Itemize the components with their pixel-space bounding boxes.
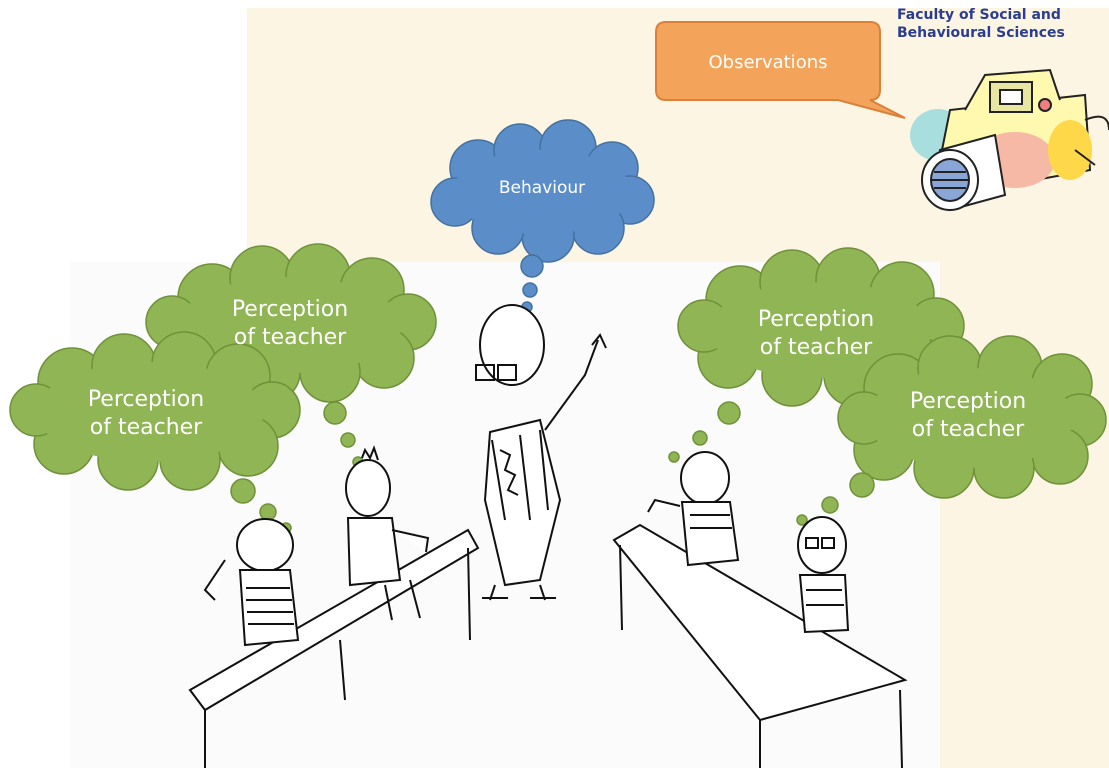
faculty-title-line2: Behavioural Sciences — [897, 25, 1065, 42]
perception-label-lower-right: Perception of teacher — [858, 388, 1078, 443]
perception-cloud-lower-right — [837, 335, 1107, 499]
perception-label-line2: of teacher — [911, 416, 1025, 442]
student-left-back — [345, 445, 430, 621]
student-right-back — [647, 451, 740, 567]
perception-label-upper-right: Perception of teacher — [706, 306, 926, 361]
faculty-title-line1: Faculty of Social and — [897, 7, 1061, 23]
perception-label-line2: of teacher — [233, 324, 347, 350]
behaviour-label: Behaviour — [498, 178, 586, 198]
perception-label-line1: Perception — [231, 297, 349, 322]
perception-label-lower-left: Perception of teacher — [36, 386, 256, 441]
behaviour-cloud — [430, 119, 655, 263]
perception-label-line1: Perception — [757, 307, 875, 332]
perception-label-line2: of teacher — [759, 334, 873, 360]
observations-label: Observations — [708, 52, 828, 73]
perception-label-upper-left: Perception of teacher — [180, 296, 400, 351]
behaviour-thought-bubbles — [520, 254, 544, 313]
perception-label-line2: of teacher — [89, 414, 203, 440]
perception-label-line1: Perception — [87, 387, 205, 412]
right-table — [612, 523, 908, 768]
camera-icon — [910, 68, 1109, 212]
observations-callout — [655, 21, 906, 119]
perception-cloud-lower-left — [9, 331, 301, 491]
perception-label-line1: Perception — [909, 389, 1027, 414]
student-left-front — [203, 518, 300, 647]
teacher-figure — [475, 304, 607, 601]
student-right-front — [797, 516, 850, 634]
left-table — [188, 528, 480, 768]
perception-thought-bubbles — [230, 401, 875, 534]
faculty-title: Faculty of Social and Behavioural Scienc… — [897, 6, 1107, 42]
